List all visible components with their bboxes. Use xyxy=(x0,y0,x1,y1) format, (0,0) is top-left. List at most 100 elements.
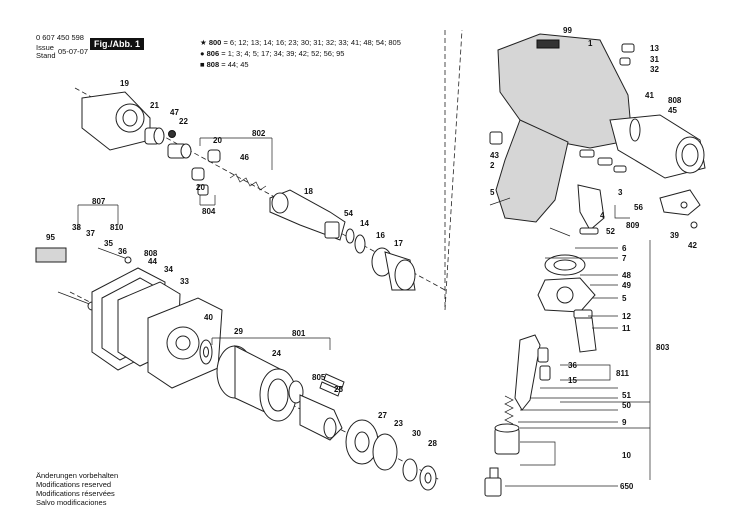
callout-811: 811 xyxy=(616,369,629,378)
part-30-28-bearing xyxy=(402,458,437,491)
bracket-811 xyxy=(560,364,611,381)
part-18-anvil xyxy=(269,189,346,241)
part-95-label xyxy=(35,247,67,263)
callout-38: 38 xyxy=(72,223,81,232)
legend-code: 808 xyxy=(206,60,220,69)
legend-row: ★ 800 = 6; 12; 13; 14; 16; 23; 30; 31; 3… xyxy=(200,37,401,48)
callout-32: 32 xyxy=(650,65,659,74)
callout-5b: 5 xyxy=(622,294,627,303)
callout-34: 34 xyxy=(164,265,173,274)
callout-51: 51 xyxy=(622,391,631,400)
part-14-o-ring xyxy=(354,234,366,254)
callout-43: 43 xyxy=(490,151,499,160)
callout-47: 47 xyxy=(170,108,179,117)
legend-items: = 1; 3; 4; 5; 17; 34; 39; 42; 52; 56; 95 xyxy=(221,49,345,58)
part-52-plug xyxy=(579,227,599,235)
part-number: 0 607 450 598 xyxy=(36,33,84,42)
callout-46: 46 xyxy=(240,153,249,162)
callout-18: 18 xyxy=(304,187,313,196)
callout-11: 11 xyxy=(622,324,631,333)
part-38-bolt xyxy=(57,291,97,311)
callout-808b: 808 xyxy=(144,249,158,258)
disclaimer: Änderungen vorbehalten Modifications res… xyxy=(36,471,118,507)
stand-label: Stand xyxy=(36,51,56,60)
part-27-rear-plate xyxy=(345,419,379,465)
part-6-screw xyxy=(549,227,571,237)
legend-code: 806 xyxy=(206,49,220,58)
bracket-804 xyxy=(199,195,216,206)
part-16-17-bushing xyxy=(371,247,416,291)
issue-date: 05-07-07 xyxy=(58,47,89,56)
disclaimer-line: Salvo modificaciones xyxy=(36,498,107,507)
callout-48: 48 xyxy=(622,271,631,280)
callout-45: 45 xyxy=(668,106,677,115)
part-36-15-valve xyxy=(537,347,551,381)
callout-23: 23 xyxy=(394,419,403,428)
part-9-spring xyxy=(504,395,514,425)
callout-801: 801 xyxy=(292,329,306,338)
callout-37: 37 xyxy=(86,229,95,238)
part-20-pins xyxy=(191,149,221,196)
part-24-rotor xyxy=(288,380,343,441)
legend-row: ■ 808 = 44; 45 xyxy=(200,59,401,70)
part-12-11-valve-stem xyxy=(573,309,597,353)
callout-27: 27 xyxy=(378,411,387,420)
callout-56: 56 xyxy=(634,203,643,212)
callout-36: 36 xyxy=(568,361,577,370)
callout-99: 99 xyxy=(563,26,572,35)
callout-36b: 36 xyxy=(118,247,127,256)
part-29-cylinder xyxy=(216,345,297,422)
callout-44: 44 xyxy=(148,257,157,266)
legend: ★ 800 = 6; 12; 13; 14; 16; 23; 30; 31; 3… xyxy=(200,37,401,70)
callout-49: 49 xyxy=(622,281,631,290)
callout-22: 22 xyxy=(179,117,188,126)
callout-29: 29 xyxy=(234,327,243,336)
callout-5: 5 xyxy=(490,188,495,197)
callout-95: 95 xyxy=(46,233,55,242)
part-40-bearing xyxy=(199,339,213,365)
callout-52: 52 xyxy=(606,227,615,236)
callout-20b: 20 xyxy=(196,183,205,192)
part-10-inlet-bushing xyxy=(494,423,520,455)
callout-20a: 20 xyxy=(213,136,222,145)
part-46-spring xyxy=(229,173,267,191)
part-48-cover xyxy=(544,254,586,276)
part-3-trigger-parts xyxy=(579,149,627,173)
legend-items: = 44; 45 xyxy=(221,60,249,69)
callout-39: 39 xyxy=(670,231,679,240)
bracket-10 xyxy=(520,441,556,466)
callout-50: 50 xyxy=(622,401,631,410)
callout-13: 13 xyxy=(650,44,659,53)
callout-41: 41 xyxy=(645,91,654,100)
issue-label: Issue xyxy=(36,43,54,52)
callout-805: 805 xyxy=(312,373,326,382)
callout-808: 808 xyxy=(668,96,682,105)
bracket-809 xyxy=(614,205,630,219)
disclaimer-line: Modifications réservées xyxy=(36,489,115,498)
disclaimer-line: Modifications reserved xyxy=(36,480,112,489)
callout-14: 14 xyxy=(360,219,369,228)
part-54-ring xyxy=(345,228,355,244)
part-19-hammer-case xyxy=(81,91,151,151)
part-25-vanes xyxy=(319,373,345,397)
callout-21: 21 xyxy=(150,101,159,110)
part-99-nameplate xyxy=(536,39,560,49)
legend-symbol: ★ xyxy=(200,38,207,47)
callout-7: 7 xyxy=(622,254,627,263)
callout-1: 1 xyxy=(588,39,593,48)
part-1-housing xyxy=(495,33,633,223)
callout-807: 807 xyxy=(92,197,106,206)
callout-10: 10 xyxy=(622,451,631,460)
legend-symbol: ● xyxy=(200,49,205,58)
assembly-axis-upper xyxy=(74,87,446,291)
part-13-31-32-valve xyxy=(619,43,635,66)
part-809-trigger xyxy=(577,184,605,231)
callout-24: 24 xyxy=(272,349,281,358)
part-33-end-plate xyxy=(147,297,223,389)
callout-19: 19 xyxy=(120,79,129,88)
part-41-ring xyxy=(629,118,641,142)
callout-803: 803 xyxy=(656,343,670,352)
callout-804: 804 xyxy=(202,207,216,216)
callout-12: 12 xyxy=(622,312,631,321)
callout-54: 54 xyxy=(344,209,353,218)
